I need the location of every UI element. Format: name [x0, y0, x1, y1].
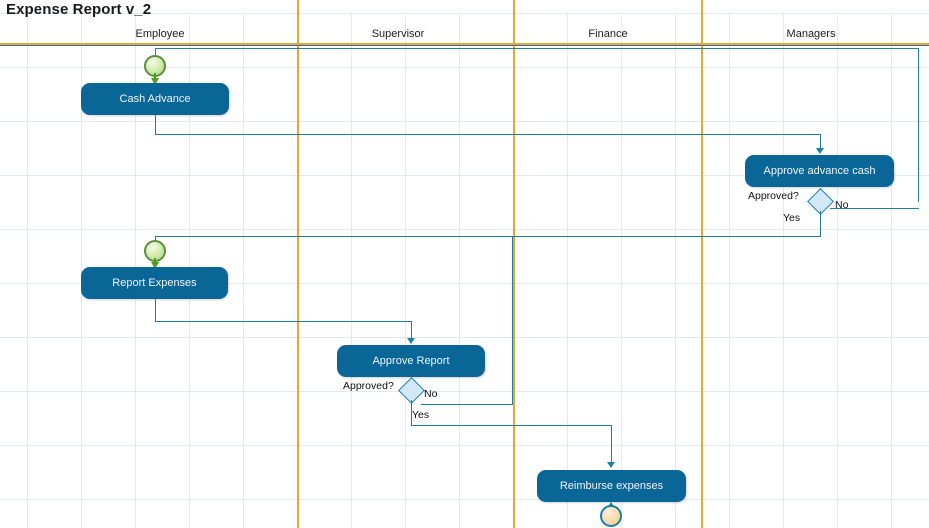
connector-cash-advance-to-approve-run — [155, 134, 820, 135]
gateway-question-report: Approved? — [343, 380, 394, 392]
task-label: Approve Report — [372, 355, 450, 367]
connector-advance-no-right-riser — [918, 48, 919, 202]
lane-label-employee: Employee — [135, 28, 185, 40]
lane-separator-employee-supervisor — [297, 0, 299, 528]
task-label: Reimburse expenses — [559, 480, 664, 492]
lane-header-rule — [0, 43, 929, 45]
task-label: Report Expenses — [112, 277, 197, 289]
connector-advance-yes-drop — [820, 211, 821, 236]
lane-label-supervisor: Supervisor — [371, 28, 425, 40]
task-report-expenses[interactable]: Report Expenses — [81, 267, 228, 299]
task-label: Cash Advance — [119, 93, 191, 105]
connector-report-yes-to-reimburse — [611, 425, 612, 463]
flow-label-advance-no: No — [835, 199, 849, 211]
pool-top-border — [0, 45, 929, 46]
page-title: Expense Report v_2 — [6, 1, 152, 18]
arrow-to-approve-report — [407, 338, 415, 344]
arrow-start-to-report-expenses — [151, 262, 159, 269]
lane-label-managers: Managers — [786, 28, 836, 40]
connector-cash-advance-drop — [155, 115, 156, 134]
title-band — [0, 0, 929, 13]
connector-report-loopback-top — [155, 236, 821, 237]
connector-advance-no-exit — [830, 208, 919, 209]
arrow-to-reimburse-expenses — [607, 462, 615, 468]
connector-report-yes-drop — [411, 400, 412, 425]
connector-report-no-riser — [512, 236, 513, 404]
gateway-question-advance: Approved? — [748, 190, 799, 202]
arrow-to-approve-advance-cash — [816, 148, 824, 154]
connector-report-expenses-to-approve-drop — [411, 321, 412, 339]
task-reimburse-expenses[interactable]: Reimburse expenses — [537, 470, 686, 502]
lane-label-finance: Finance — [588, 28, 628, 40]
connector-cash-advance-to-approve-drop — [820, 134, 821, 149]
flow-label-advance-yes: Yes — [783, 212, 801, 224]
connector-advance-no-return-top — [155, 48, 919, 49]
connector-advance-no-into-start — [155, 48, 156, 58]
connector-report-expenses-drop — [155, 299, 156, 321]
task-label: Approve advance cash — [763, 165, 876, 177]
connector-report-no-exit — [421, 404, 513, 405]
connector-report-expenses-to-approve-run — [155, 321, 412, 322]
connector-start-to-cash-advance-stem — [154, 73, 156, 81]
lane-separator-finance-managers — [701, 0, 703, 528]
connector-report-yes-run — [411, 425, 612, 426]
flow-label-report-yes: Yes — [412, 409, 430, 421]
lane-separator-supervisor-finance — [513, 0, 515, 528]
end-event-reimburse[interactable] — [600, 505, 622, 527]
flow-label-report-no: No — [424, 388, 438, 400]
arrow-start-to-cash-advance — [151, 78, 159, 85]
task-cash-advance[interactable]: Cash Advance — [81, 83, 229, 115]
task-approve-report[interactable]: Approve Report — [337, 345, 485, 377]
task-approve-advance-cash[interactable]: Approve advance cash — [745, 155, 894, 187]
